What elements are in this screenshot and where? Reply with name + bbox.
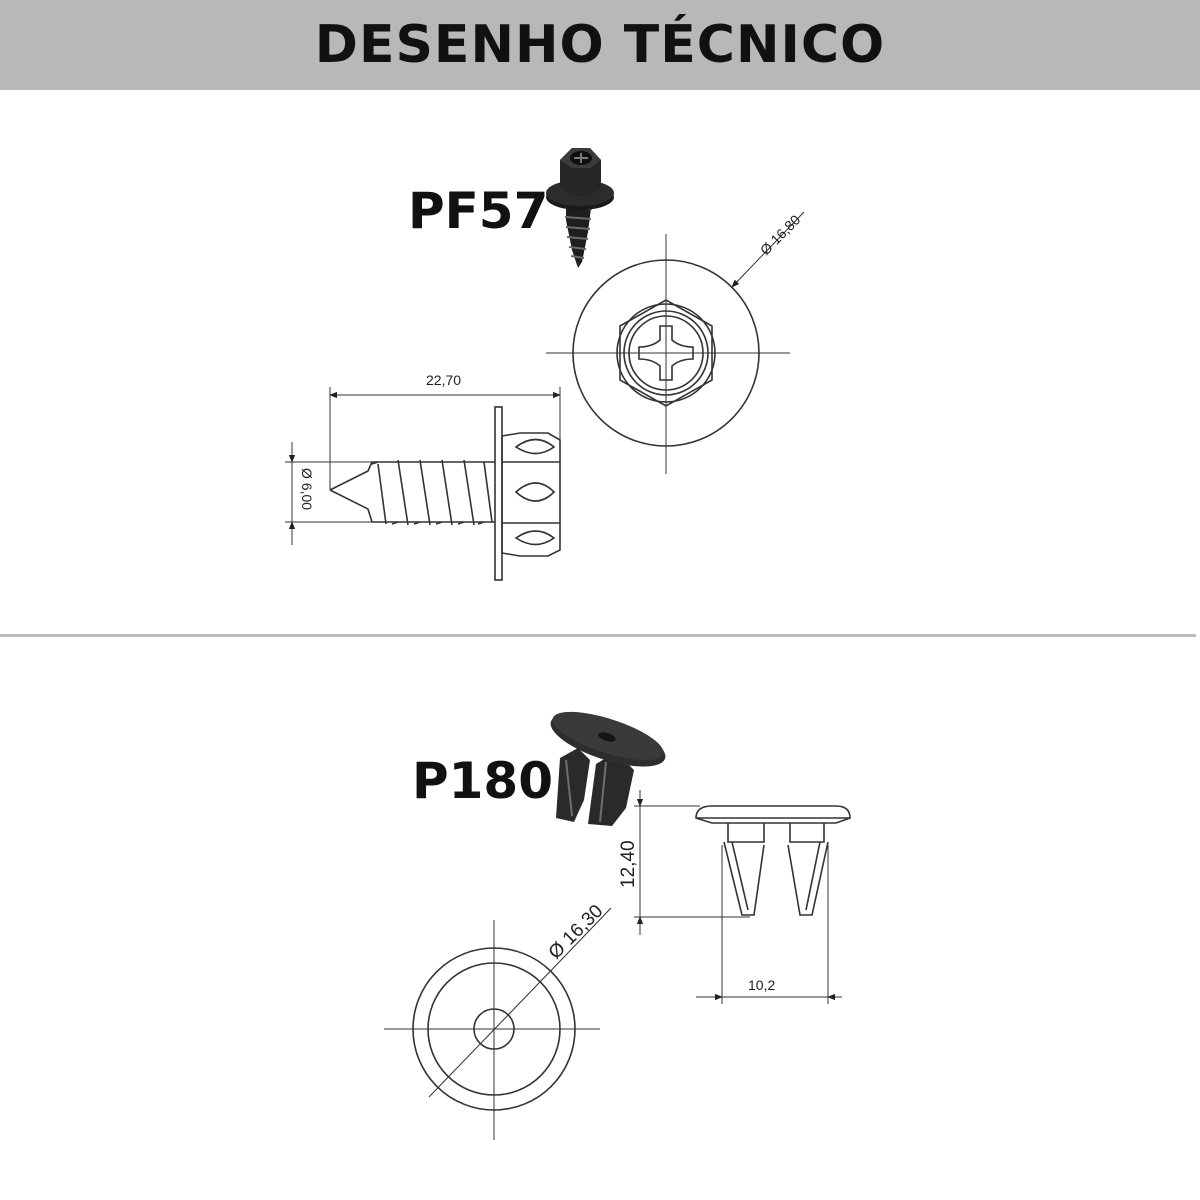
height-dimension — [634, 790, 750, 935]
width-dimension — [696, 845, 842, 1004]
height-label: 12,40 — [618, 840, 639, 888]
length-label: 22,70 — [426, 372, 461, 388]
length-dimension — [329, 387, 561, 490]
clip-photo — [550, 711, 666, 826]
part-code-p180: P180 — [412, 752, 553, 810]
header-banner: DESENHO TÉCNICO — [0, 0, 1200, 90]
page-title: DESENHO TÉCNICO — [314, 15, 886, 75]
top-view-centerlines — [546, 234, 790, 474]
section-divider — [0, 634, 1196, 637]
screw-side-view — [329, 406, 561, 581]
screw-photo — [546, 148, 614, 268]
part-p180: P180 12,40 — [384, 711, 851, 1140]
clip-diameter-dimension — [428, 907, 612, 1098]
width-label: 10,2 — [748, 977, 775, 993]
shank-diameter-label: Ø 6,00 — [299, 468, 315, 510]
part-code-pf57: PF57 — [408, 182, 548, 240]
clip-diameter-label: Ø 16,30 — [545, 901, 608, 964]
part-pf57: PF57 22,70 — [285, 148, 805, 581]
clip-side-view — [695, 805, 851, 916]
head-diameter-dimension — [731, 211, 805, 288]
head-diameter-label: Ø 16,80 — [757, 211, 804, 258]
shank-diameter-dimension — [285, 442, 372, 545]
